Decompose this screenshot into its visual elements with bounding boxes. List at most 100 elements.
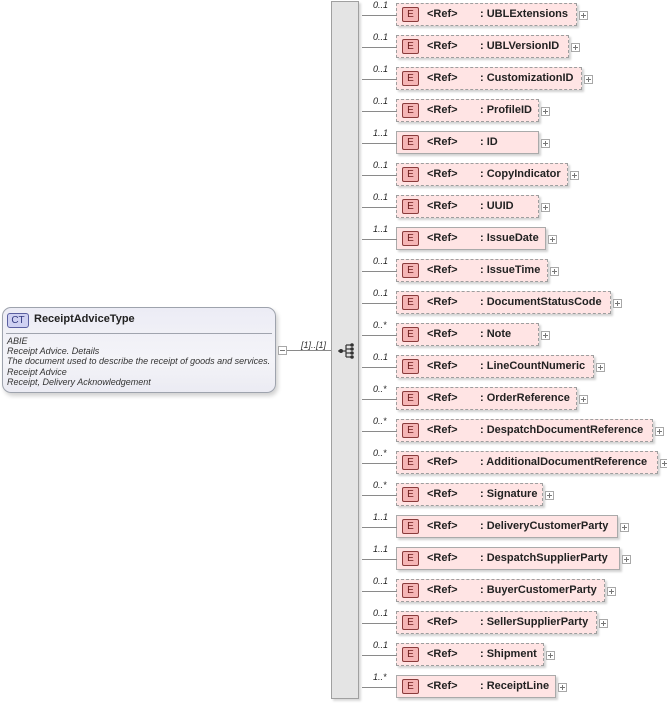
- collapse-icon[interactable]: [278, 346, 287, 355]
- connector-line: [362, 207, 397, 208]
- expand-icon[interactable]: [599, 619, 608, 628]
- expand-icon[interactable]: [571, 43, 580, 52]
- expand-icon[interactable]: [570, 171, 579, 180]
- expand-icon[interactable]: [548, 235, 557, 244]
- doc-line: ABIE: [7, 336, 28, 346]
- connector-line: [362, 143, 397, 144]
- expand-icon[interactable]: [541, 139, 550, 148]
- occurrence-label: 1..1: [373, 128, 389, 138]
- connector-line: [362, 15, 397, 16]
- ref-label: <Ref>: [427, 552, 458, 564]
- expand-icon[interactable]: [660, 459, 667, 468]
- element-additionaldocumentreference[interactable]: 0..*E<Ref>: AdditionalDocumentReference: [362, 448, 667, 474]
- sequence-cardinality: [1]..[1]: [301, 340, 327, 350]
- element-badge: E: [402, 135, 419, 150]
- ref-label: <Ref>: [427, 424, 458, 436]
- element-badge: E: [402, 39, 419, 54]
- expand-icon[interactable]: [622, 555, 631, 564]
- expand-icon[interactable]: [541, 203, 550, 212]
- connector-line: [287, 350, 331, 351]
- expand-icon[interactable]: [558, 683, 567, 692]
- expand-icon[interactable]: [541, 331, 550, 340]
- expand-icon[interactable]: [584, 75, 593, 84]
- occurrence-label: 0..1: [373, 96, 389, 106]
- connector-line: [362, 303, 397, 304]
- doc-line: Receipt, Delivery Acknowledgement: [7, 376, 151, 387]
- ref-label: <Ref>: [427, 40, 458, 52]
- expand-icon[interactable]: [620, 523, 629, 532]
- expand-icon[interactable]: [607, 587, 616, 596]
- occurrence-label: 0..1: [373, 576, 389, 586]
- expand-icon[interactable]: [541, 107, 550, 116]
- element-signature[interactable]: 0..*E<Ref>: Signature: [362, 480, 554, 506]
- element-badge: E: [402, 391, 419, 406]
- sequence-compositor-icon[interactable]: [338, 343, 356, 359]
- expand-icon[interactable]: [579, 11, 588, 20]
- occurrence-label: 0..1: [373, 32, 389, 42]
- element-orderreference[interactable]: 0..*E<Ref>: OrderReference: [362, 384, 588, 410]
- expand-icon[interactable]: [613, 299, 622, 308]
- element-note[interactable]: 0..*E<Ref>: Note: [362, 320, 550, 346]
- occurrence-label: 1..1: [373, 512, 389, 522]
- element-badge: E: [402, 71, 419, 86]
- ref-label: <Ref>: [427, 296, 458, 308]
- expand-icon[interactable]: [550, 267, 559, 276]
- element-name: : DocumentStatusCode: [480, 296, 602, 308]
- expand-icon[interactable]: [579, 395, 588, 404]
- complex-type-box[interactable]: CT ReceiptAdviceType ABIE Receipt Advice…: [2, 307, 276, 393]
- ref-label: <Ref>: [427, 616, 458, 628]
- element-name: : UUID: [480, 200, 514, 212]
- occurrence-label: 0..1: [373, 640, 389, 650]
- ref-label: <Ref>: [427, 8, 458, 20]
- connector-line: [362, 527, 397, 528]
- complex-type-documentation: ABIE Receipt Advice. Details The documen…: [7, 336, 270, 387]
- element-despatchdocumentreference[interactable]: 0..*E<Ref>: DespatchDocumentReference: [362, 416, 664, 442]
- element-badge: E: [402, 647, 419, 662]
- connector-line: [362, 271, 397, 272]
- element-receiptline[interactable]: 1..*E<Ref>: ReceiptLine: [362, 672, 567, 698]
- element-badge: E: [402, 519, 419, 534]
- ref-label: <Ref>: [427, 232, 458, 244]
- element-badge: E: [402, 359, 419, 374]
- occurrence-label: 0..*: [373, 416, 387, 426]
- occurrence-label: 0..*: [373, 448, 387, 458]
- ref-label: <Ref>: [427, 168, 458, 180]
- occurrence-label: 0..1: [373, 288, 389, 298]
- expand-icon[interactable]: [596, 363, 605, 372]
- element-name: : CopyIndicator: [480, 168, 561, 180]
- element-badge: E: [402, 615, 419, 630]
- occurrence-label: 0..1: [373, 352, 389, 362]
- element-badge: E: [402, 263, 419, 278]
- ref-label: <Ref>: [427, 104, 458, 116]
- complex-type-divider: [6, 333, 272, 334]
- expand-icon[interactable]: [546, 651, 555, 660]
- element-badge: E: [402, 583, 419, 598]
- occurrence-label: 0..*: [373, 320, 387, 330]
- occurrence-label: 0..1: [373, 64, 389, 74]
- expand-icon[interactable]: [655, 427, 664, 436]
- ref-label: <Ref>: [427, 360, 458, 372]
- occurrence-label: 0..*: [373, 384, 387, 394]
- element-badge: E: [402, 7, 419, 22]
- occurrence-label: 0..1: [373, 192, 389, 202]
- element-name: : BuyerCustomerParty: [480, 584, 597, 596]
- expand-icon[interactable]: [545, 491, 554, 500]
- occurrence-label: 0..*: [373, 480, 387, 490]
- element-badge: E: [402, 231, 419, 246]
